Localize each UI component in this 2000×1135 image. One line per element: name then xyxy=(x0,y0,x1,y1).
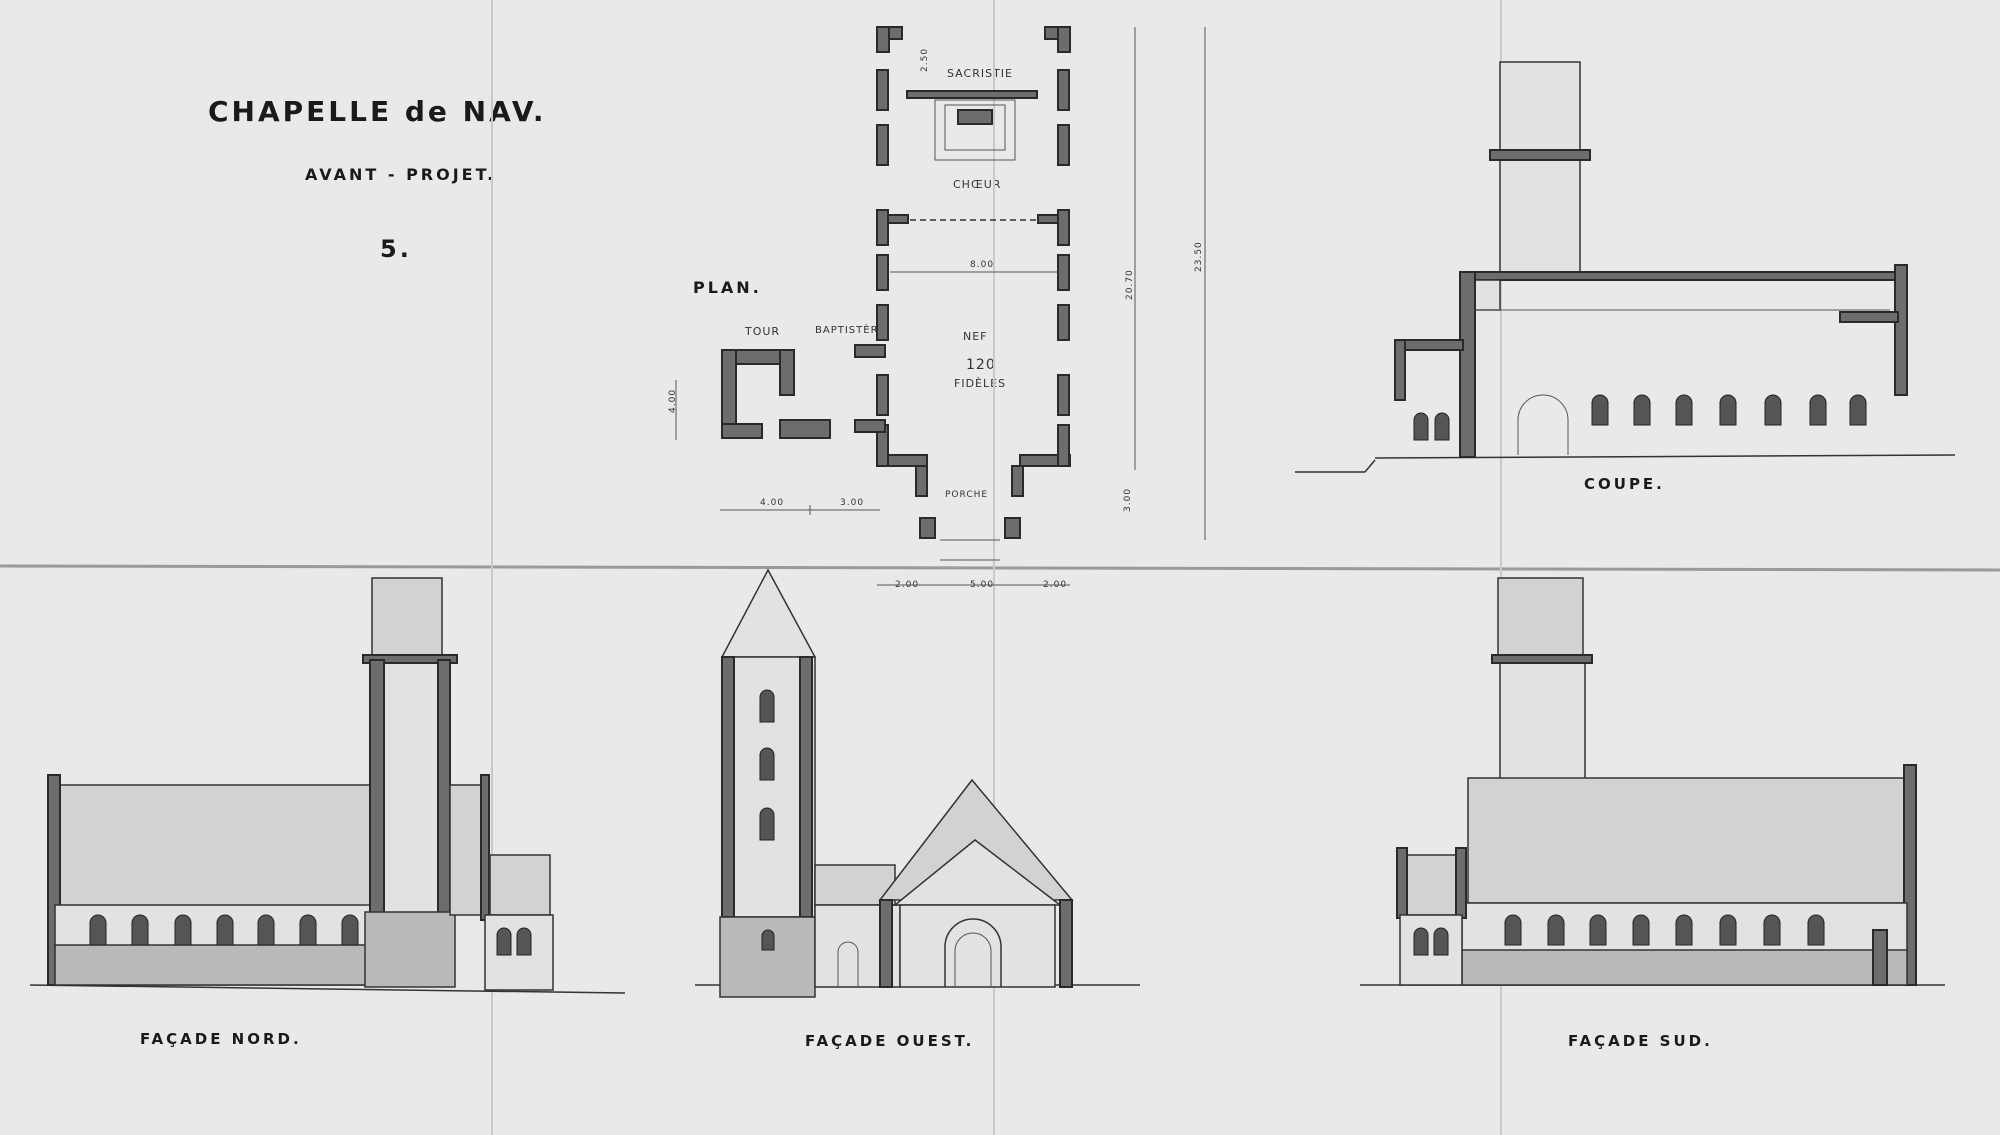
facade-sud xyxy=(1360,577,1945,986)
room-label-sacristie: SACRISTIE xyxy=(947,67,1013,80)
room-label-baptistere: BAPTISTÈRE xyxy=(815,325,886,336)
room-label-porche: PORCHE xyxy=(945,490,989,500)
view-label-facade-nord: FAÇADE NORD. xyxy=(140,1030,302,1048)
facade-ouest xyxy=(695,568,1140,998)
view-label-coupe: COUPE. xyxy=(1584,475,1665,493)
room-label-choeur: CHŒUR xyxy=(953,178,1002,191)
facade-nord xyxy=(29,577,626,994)
room-label-nef-capacity: 120 xyxy=(966,357,996,373)
drawing-title: CHAPELLE de NAV. xyxy=(208,95,547,128)
view-label-facade-sud: FAÇADE SUD. xyxy=(1568,1032,1713,1050)
section-coupe xyxy=(1295,61,1956,473)
plan-label: PLAN. xyxy=(693,278,762,297)
room-label-tour: TOUR xyxy=(745,325,781,338)
room-label-fideles: FIDÈLES xyxy=(954,377,1007,390)
dim-baptistery-width: 3.00 xyxy=(840,498,865,508)
sheet-number: 5. xyxy=(380,235,412,263)
drawing-subtitle: AVANT - PROJET. xyxy=(305,165,497,184)
room-label-nef: NEF xyxy=(963,330,988,343)
dim-nave-width: 8.00 xyxy=(970,260,995,270)
view-label-facade-ouest: FAÇADE OUEST. xyxy=(805,1032,975,1050)
dim-tower-width: 4.00 xyxy=(760,498,785,508)
floor-plan xyxy=(675,26,1206,586)
